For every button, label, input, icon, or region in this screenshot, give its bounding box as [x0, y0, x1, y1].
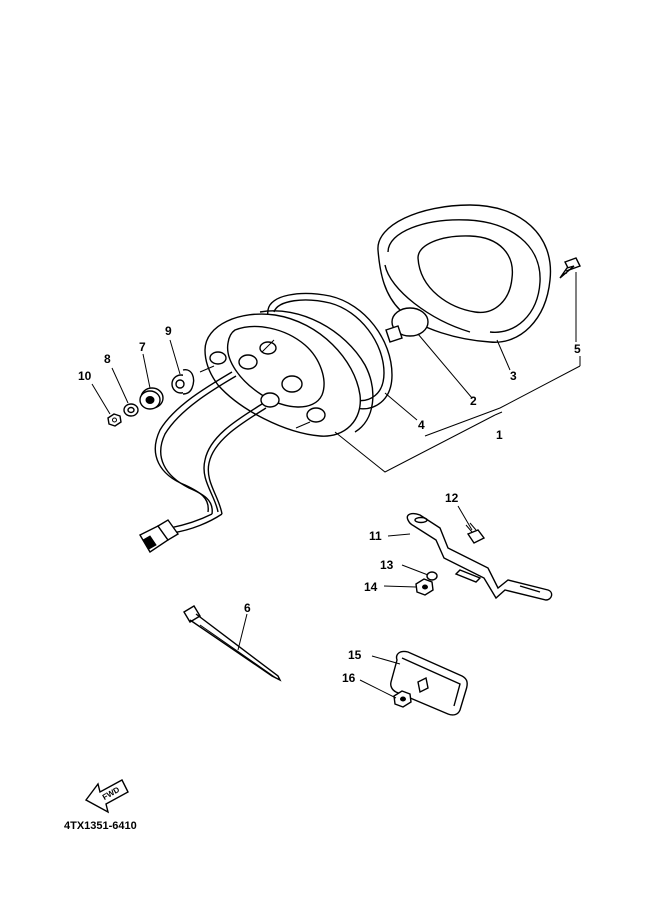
callout-13: 13	[380, 558, 394, 572]
part-16-nut	[393, 690, 412, 708]
diagram-code: 4TX1351-6410	[64, 820, 137, 832]
callout-12: 12	[445, 491, 459, 505]
callout-labels: 1 2 3 4 5 6 7 8 9 10 11 12 13 14 15 16	[78, 324, 581, 685]
callout-3: 3	[510, 369, 517, 383]
part-7-spacer	[139, 387, 164, 410]
part-14-nut	[415, 578, 434, 596]
part-15-reflector	[390, 650, 468, 716]
callout-4: 4	[418, 418, 425, 432]
part-10-nut	[107, 413, 122, 427]
callout-10: 10	[78, 369, 92, 383]
callout-11: 11	[369, 529, 382, 543]
forward-arrow-icon: FWD	[84, 779, 129, 814]
leader-lines	[91, 272, 581, 699]
callout-5: 5	[574, 342, 581, 356]
part-8-washer	[123, 403, 139, 417]
part-2-bulb	[385, 307, 429, 343]
callout-9: 9	[165, 324, 172, 338]
callout-6: 6	[244, 601, 251, 615]
callout-2: 2	[470, 394, 477, 408]
callout-14: 14	[364, 580, 378, 594]
part-1-housing	[199, 310, 374, 437]
callout-15: 15	[348, 648, 362, 662]
part-13-washer	[426, 571, 438, 581]
wire-connector	[139, 519, 180, 553]
callout-16: 16	[342, 671, 356, 685]
part-6-cable-tie	[183, 605, 282, 682]
part-12-bolt	[465, 522, 486, 544]
callout-8: 8	[104, 352, 111, 366]
callout-7: 7	[139, 340, 146, 354]
callout-1: 1	[496, 428, 503, 442]
part-11-bracket	[406, 512, 553, 601]
part-5-screw	[559, 257, 581, 279]
part-9-grommet	[171, 369, 195, 395]
